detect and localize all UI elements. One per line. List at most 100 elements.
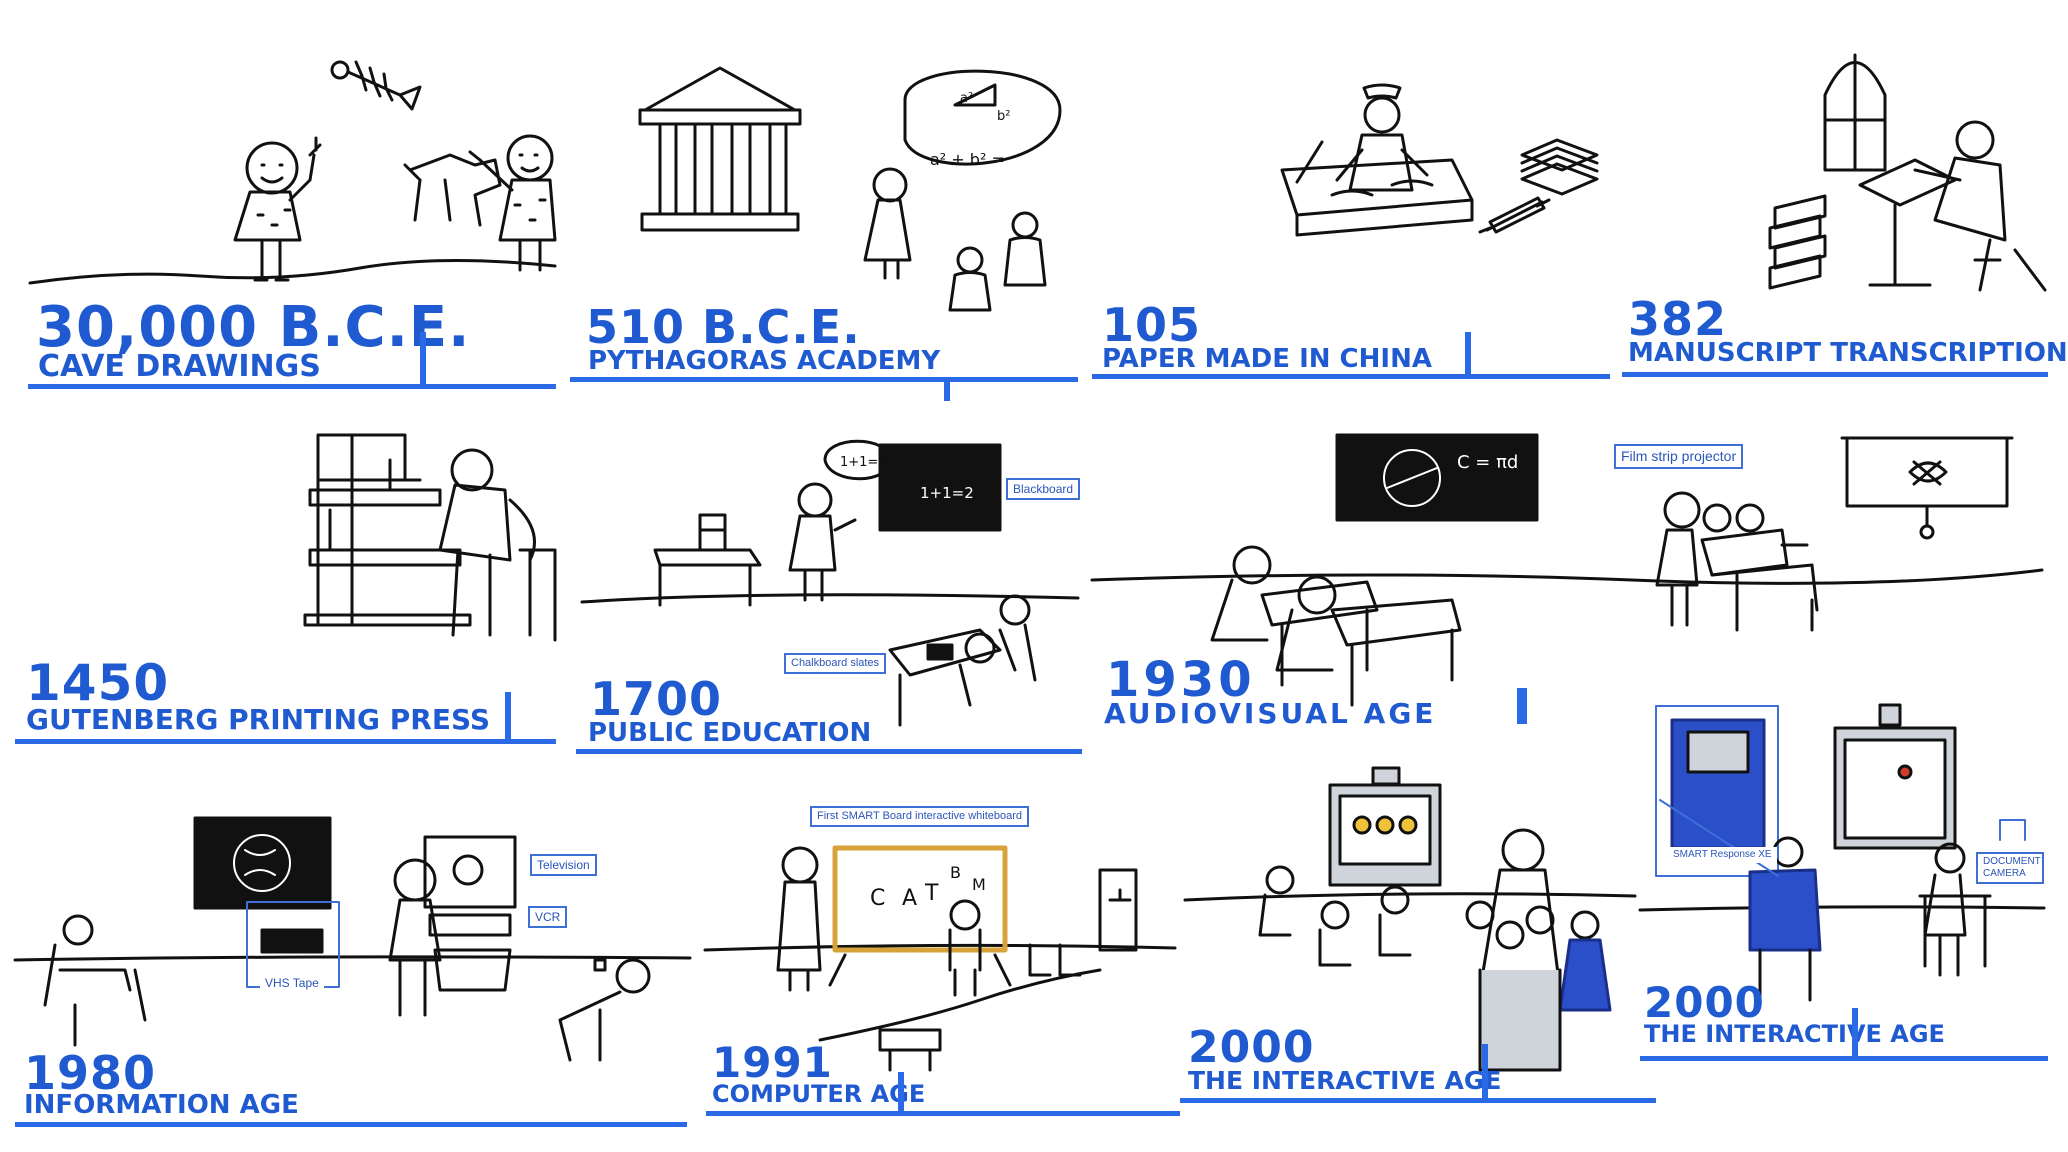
panel-computer-age: C A T B M First SMART Board interactive …	[700, 770, 1180, 1152]
smart-board-icon: C A T B M	[828, 845, 1012, 987]
paper-stack-icon	[1520, 138, 1599, 196]
year-label: 2000	[1644, 978, 1765, 1027]
book-stack-icon	[1768, 194, 1827, 290]
era-title: AUDIOVISUAL AGE	[1104, 697, 1437, 730]
svg-text:b²: b²	[997, 109, 1010, 124]
timeline-tick	[1465, 332, 1471, 378]
panel-information-age: Television VCR VHS Tape 1980 INFORMATION…	[0, 770, 700, 1152]
svg-text:A: A	[902, 886, 917, 911]
era-title: PAPER MADE IN CHINA	[1102, 344, 1432, 374]
year-label: 105	[1102, 298, 1202, 352]
panel-interactive-age-devices: SMART Response XE DOCUMENT CAMERA 2000 T…	[1638, 700, 2048, 1152]
timeline-bar	[15, 1122, 687, 1127]
year-label: 1991	[712, 1038, 833, 1087]
chalkboard-slates-callout: Chalkboard slates	[784, 653, 887, 675]
era-title: THE INTERACTIVE AGE	[1188, 1066, 1502, 1095]
year-label: 30,000 B.C.E.	[36, 295, 471, 360]
printing-press-icon	[303, 433, 472, 627]
vcr-callout: VCR	[528, 906, 568, 929]
smart-board-callout: First SMART Board interactive whiteboard	[810, 806, 1030, 828]
timeline-tick	[944, 377, 950, 401]
year-label: 382	[1628, 292, 1728, 346]
document-camera-callout: DOCUMENT CAMERA	[1976, 852, 2044, 884]
svg-text:1+1=2: 1+1=2	[840, 455, 887, 470]
year-label: 1930	[1106, 652, 1256, 708]
era-title: COMPUTER AGE	[712, 1080, 926, 1108]
schoolroom-illustration: 1+1=2 1+1=2	[580, 439, 1080, 727]
timeline-tick	[898, 1072, 904, 1114]
era-title: THE INTERACTIVE AGE	[1644, 1020, 1945, 1048]
smart-response-device-box	[1655, 705, 1779, 877]
panel-interactive-age-classroom: 2000 THE INTERACTIVE AGE	[1180, 740, 1656, 1152]
television-screen-icon	[193, 816, 332, 910]
projection-screen-icon	[1840, 436, 2014, 540]
svg-text:a²: a²	[960, 91, 973, 106]
printing-press-illustration	[303, 433, 557, 642]
interactive-classroom-illustration	[1183, 766, 1637, 1072]
temple-icon	[638, 66, 802, 232]
blackboard-icon: 1+1=2	[878, 443, 1002, 532]
vhs-tape-callout: VHS Tape	[260, 974, 324, 993]
timeline-bar	[570, 377, 1078, 382]
arched-window-icon	[1823, 53, 1887, 172]
computer-age-illustration: C A T B M	[703, 845, 1177, 1072]
projector-icon	[878, 1028, 942, 1072]
pythagoras-academy-illustration: a² b² a² + b² =	[638, 66, 1062, 312]
svg-text:C = πd: C = πd	[1457, 452, 1518, 473]
rolling-pin-icon	[1478, 196, 1551, 234]
timeline-bar	[15, 739, 556, 744]
era-title: INFORMATION AGE	[24, 1090, 299, 1120]
smart-response-callout: SMART Response XE	[1668, 847, 1777, 863]
television-callout: Television	[530, 854, 597, 877]
svg-text:B: B	[950, 863, 961, 882]
timeline-tick	[1852, 1008, 1858, 1058]
blackboard-icon: C = πd	[1335, 433, 1539, 522]
computer-tower-icon	[1098, 868, 1138, 952]
svg-text:a² + b² =: a² + b² =	[930, 150, 1005, 169]
era-title: PUBLIC EDUCATION	[588, 718, 872, 748]
panel-manuscript-transcription: 382 MANUSCRIPT TRANSCRIPTION	[1610, 0, 2068, 400]
year-label: 2000	[1188, 1022, 1315, 1073]
papermaking-illustration	[1280, 83, 1599, 237]
year-label: 1450	[26, 654, 170, 712]
svg-text:C: C	[870, 886, 885, 911]
film-strip-projector-callout: Film strip projector	[1614, 444, 1744, 469]
timeline-bar	[1622, 372, 2048, 377]
year-label: 510 B.C.E.	[586, 300, 861, 354]
timeline-bar	[1180, 1098, 1656, 1103]
panel-gutenberg-printing-press: 1450 GUTENBERG PRINTING PRESS	[0, 400, 560, 750]
film-projector-icon	[1700, 503, 1809, 577]
timeline-tick	[420, 332, 426, 388]
cave-drawings-illustration	[28, 60, 557, 285]
fish-skeleton-icon	[330, 60, 422, 111]
timeline-bar	[706, 1111, 1180, 1116]
interactive-whiteboard-icon	[1328, 766, 1442, 887]
information-age-illustration	[13, 816, 692, 1062]
computer-monitor-icon	[423, 835, 517, 992]
interactive-devices-illustration	[1638, 703, 2046, 1002]
panel-pythagoras-academy: a² b² a² + b² = 510 B.C.E. PYTHAGORAS AC…	[560, 0, 1082, 401]
svg-text:T: T	[924, 881, 939, 906]
timeline-tick	[505, 692, 511, 742]
timeline-tick	[1517, 688, 1527, 724]
year-label: 1700	[590, 672, 723, 726]
panel-audiovisual-age: C = πd Film strip projector 1930 AUDIOVI…	[1082, 400, 2048, 730]
panel-paper-made-in-china: 105 PAPER MADE IN CHINA	[1082, 0, 1610, 400]
timeline-bar	[1640, 1056, 2048, 1061]
era-title: GUTENBERG PRINTING PRESS	[26, 703, 491, 736]
era-title: PYTHAGORAS ACADEMY	[588, 346, 941, 376]
manuscript-scribe-illustration	[1768, 53, 2047, 292]
blackboard-callout: Blackboard	[1006, 478, 1081, 501]
timeline-bar	[576, 749, 1082, 754]
era-title: CAVE DRAWINGS	[38, 349, 321, 384]
papermaker-figure	[1335, 83, 1429, 192]
audiovisual-classroom-illustration: C = πd	[1090, 433, 2044, 707]
timeline-tick	[1482, 1044, 1488, 1100]
whiteboard-screen-icon	[1833, 703, 1957, 850]
era-title: MANUSCRIPT TRANSCRIPTION	[1628, 338, 2068, 368]
timeline-bar	[1092, 374, 1610, 379]
panel-public-education: 1+1=2 1+1=2 Blackboard Chalkboard slates…	[560, 400, 1082, 760]
timeline-bar	[28, 384, 556, 389]
year-label: 1980	[24, 1046, 157, 1100]
svg-text:M: M	[972, 875, 986, 894]
